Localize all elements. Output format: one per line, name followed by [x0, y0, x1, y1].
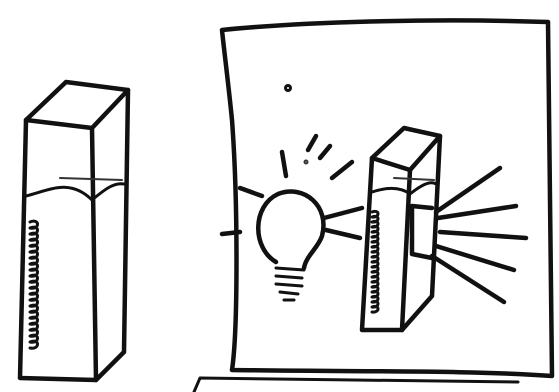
left-container-liquid-level-icon	[26, 184, 124, 200]
bottom-strip-icon	[194, 378, 518, 392]
bulb-rays-icon	[222, 136, 362, 238]
right-container-front-face-icon	[362, 158, 410, 330]
left-container-bubbles-icon	[30, 221, 38, 348]
right-container-figure	[362, 128, 440, 330]
left-container-top-face-icon	[26, 82, 128, 128]
right-container-top-face-icon	[372, 128, 440, 170]
left-container-side-face-icon	[96, 90, 128, 380]
left-container-figure	[20, 82, 128, 380]
light-bulb-icon	[258, 192, 323, 300]
right-container-liquid-level-icon	[372, 183, 436, 194]
emitted-light-icon	[412, 168, 526, 302]
right-container-bubbles-icon	[372, 211, 378, 312]
right-panel-figure	[194, 20, 552, 392]
